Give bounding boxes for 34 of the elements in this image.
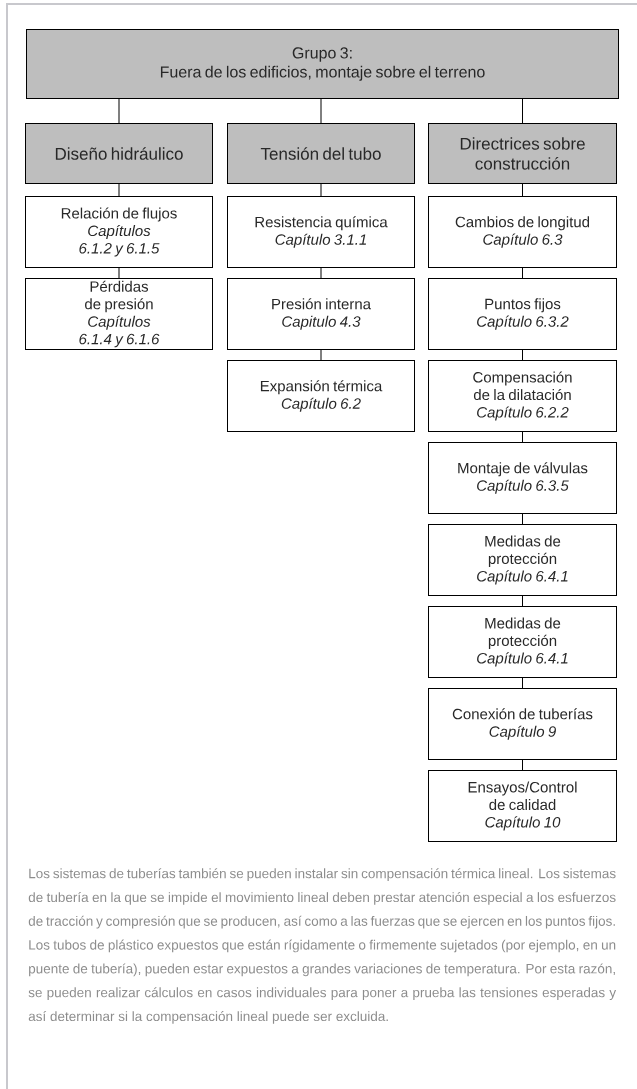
connector-line [522, 513, 523, 525]
body-paragraph: Los sistemas de tuberías también se pueden instalar sin compensación térmica lineal. Los sistemas de tubería en la que se impide el movimiento lineal deben prestar atención especial a los esfuerzos de tracción y compresión que se producen, así como a las fuerzas que se ejercen en los puntos fijos. Los tubos de plástico expuestos que están rígidamente o firmemente sujetados (por ejemplo, en un puente de tubería), pueden estar expuestos a grandes variaciones de temperatura. Por esta razón, se pueden realizar cálculos en casos individuales para poner a prueba las tensiones esperadas y así determinar si la compensación lineal puede ser excluida. [28, 868, 617, 1024]
connector-line [522, 595, 523, 607]
connector-line [320, 183, 322, 197]
topic-box: Conexión de tuberías Capítulo 9 [428, 688, 617, 760]
category-box: Directrices sobre construcción [428, 123, 617, 184]
connector-line [522, 267, 523, 279]
connector-line [320, 349, 322, 361]
connector-line [118, 267, 120, 279]
connector-line [522, 98, 523, 124]
topic-box: Ensayos/Control de calidad Capítulo 10 [428, 770, 617, 842]
topic-box: Compensación de la dilatación Capítulo 6.2.2 [428, 360, 617, 432]
topic-box: Pérdidas de presión Capítulos 6.1.4 y 6.1.6 [25, 278, 213, 350]
connector-line [522, 349, 523, 361]
connector-line [522, 183, 523, 197]
connector-line [522, 431, 523, 443]
connector-line [522, 677, 523, 689]
category-box: Diseño hidráulico [25, 123, 213, 184]
connector-line [320, 267, 322, 279]
topic-box: Cambios de longitud Capítulo 6.3 [428, 196, 617, 268]
topic-box: Resistencia química Capítulo 3.1.1 [227, 196, 415, 268]
topic-box: Presión interna Capitulo 4.3 [227, 278, 415, 350]
category-box: Tensión del tubo [227, 123, 415, 184]
topic-box: Relación de flujos Capítulos 6.1.2 y 6.1.5 [25, 196, 213, 268]
topic-box: Expansión térmica Capítulo 6.2 [227, 360, 415, 432]
topic-box: Medidas de protección Capítulo 6.4.1 [428, 606, 617, 678]
group-box: Grupo 3: Fuera de los edificios, montaje sobre el terreno [26, 29, 619, 99]
connector-line [522, 759, 523, 771]
topic-box: Medidas de protección Capítulo 6.4.1 [428, 524, 617, 596]
connector-line [118, 98, 120, 124]
connector-line [320, 98, 322, 124]
connector-line [118, 183, 120, 197]
topic-box: Montaje de válvulas Capítulo 6.3.5 [428, 442, 617, 514]
topic-box: Puntos fijos Capítulo 6.3.2 [428, 278, 617, 350]
